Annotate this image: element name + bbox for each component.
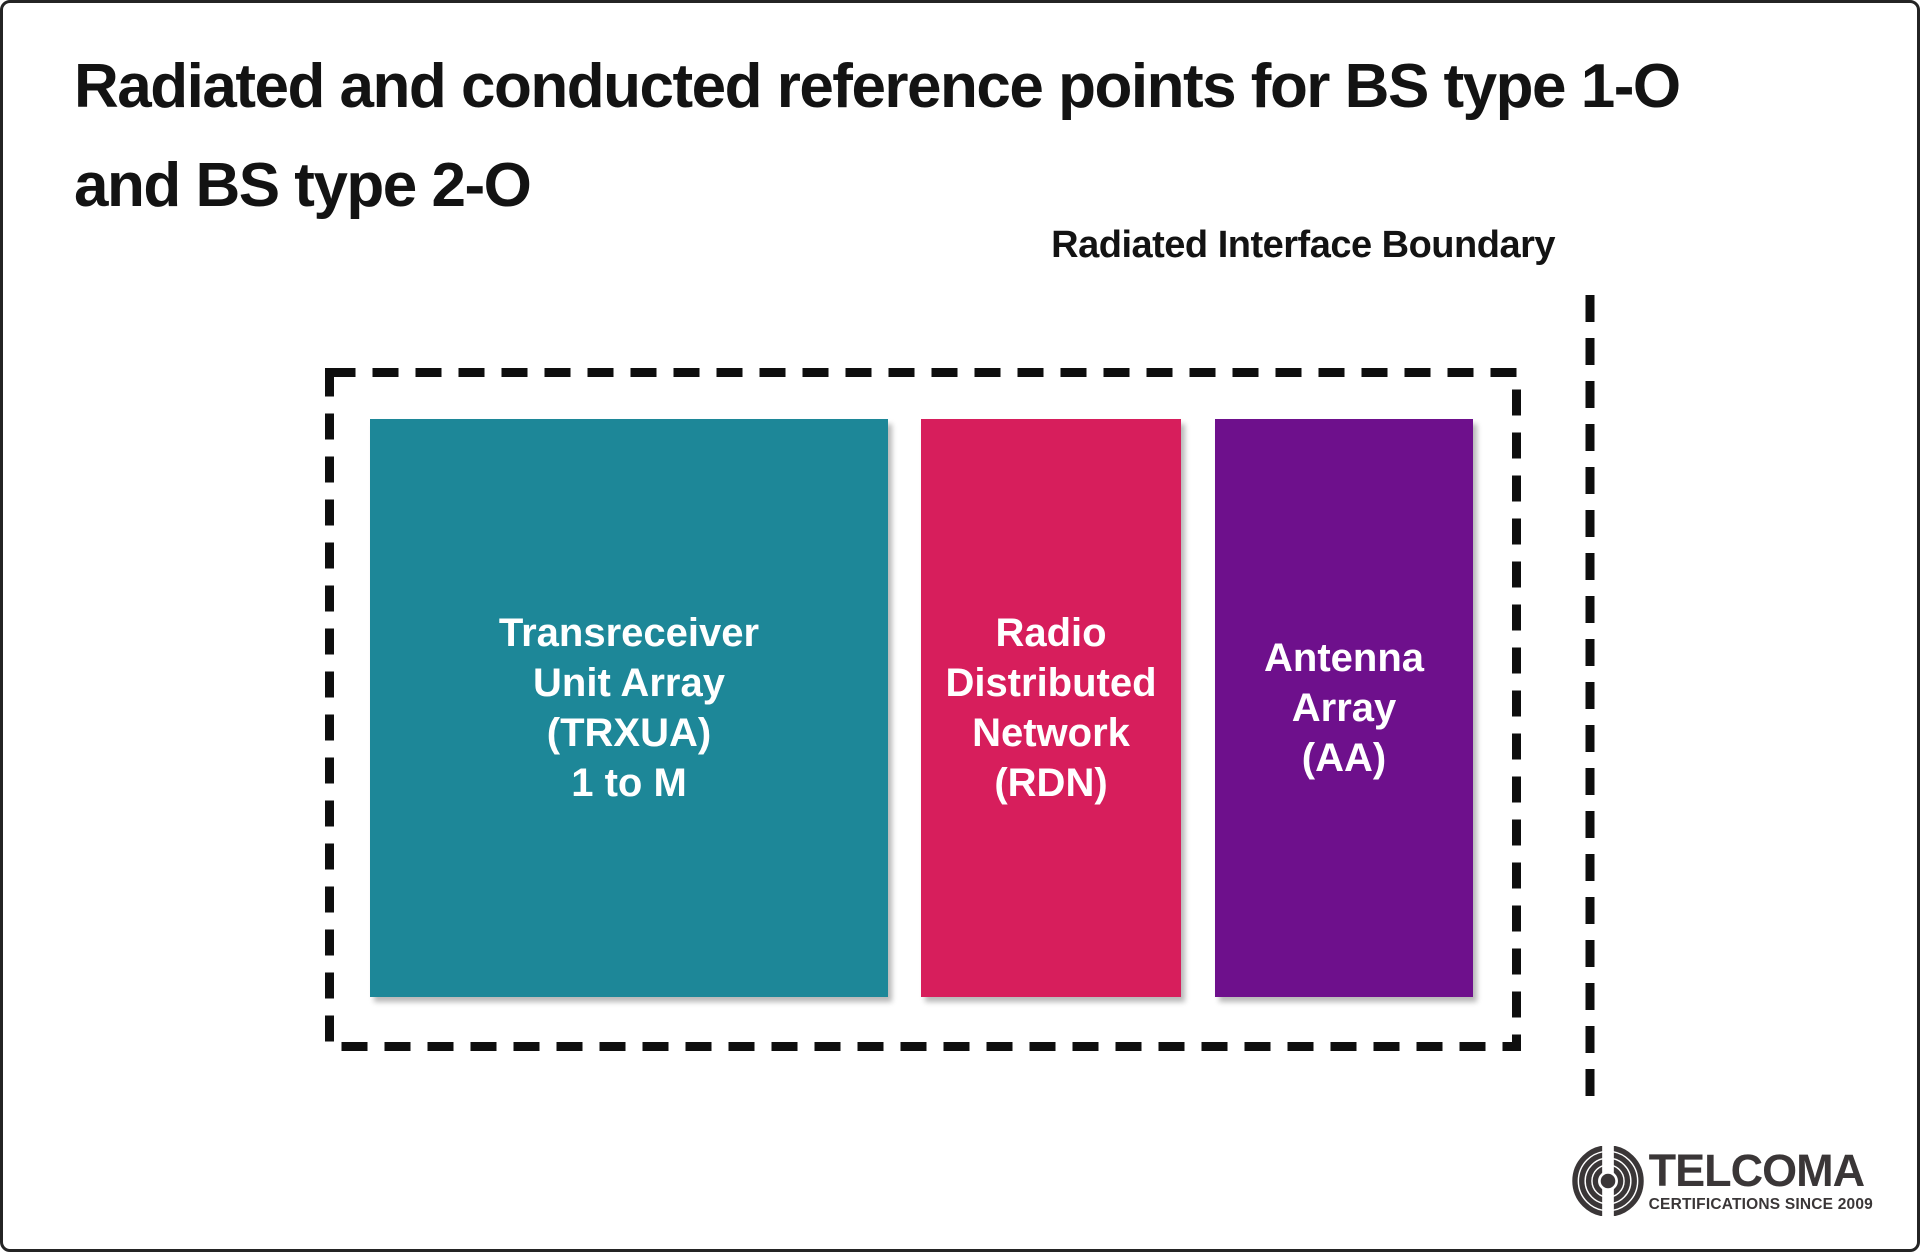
trxua-label-line: Unit Array [533, 661, 725, 705]
radiated-interface-boundary-label: Radiated Interface Boundary [1051, 224, 1555, 266]
trxua-label-line: (TRXUA) [546, 711, 712, 755]
aa-label-line: (AA) [1301, 736, 1387, 780]
aa-block: Antenna Array (AA) [1215, 419, 1473, 997]
trxua-block: Transreceiver Unit Array (TRXUA) 1 to M [370, 419, 888, 997]
rdn-label-line: Network [972, 711, 1130, 755]
trxua-label-line: Transreceiver [498, 611, 760, 655]
rdn-label-line: (RDN) [994, 761, 1108, 805]
aa-label-line: Array [1291, 686, 1397, 730]
rdn-block: Radio Distributed Network (RDN) [921, 419, 1181, 997]
page-title-line2: and BS type 2-O [74, 151, 532, 220]
telcoma-logo: TELCOMA CERTIFICATIONS SINCE 2009 [1570, 1146, 1873, 1216]
rdn-label-line: Distributed [945, 661, 1157, 705]
telcoma-tagline-text: CERTIFICATIONS SINCE 2009 [1648, 1196, 1873, 1213]
radio-signal-icon [1571, 1146, 1644, 1216]
page-title-line1: Radiated and conducted reference points … [74, 52, 1681, 121]
page-title: Radiated and conducted reference points … [74, 37, 1681, 235]
telcoma-wordmark: TELCOMA CERTIFICATIONS SINCE 2009 [1649, 1148, 1873, 1214]
rdn-label-line: Radio [995, 611, 1107, 655]
trxua-label-line: 1 to M [571, 761, 687, 805]
aa-label-line: Antenna [1264, 636, 1424, 680]
telcoma-brand-text: TELCOMA [1648, 1145, 1865, 1196]
